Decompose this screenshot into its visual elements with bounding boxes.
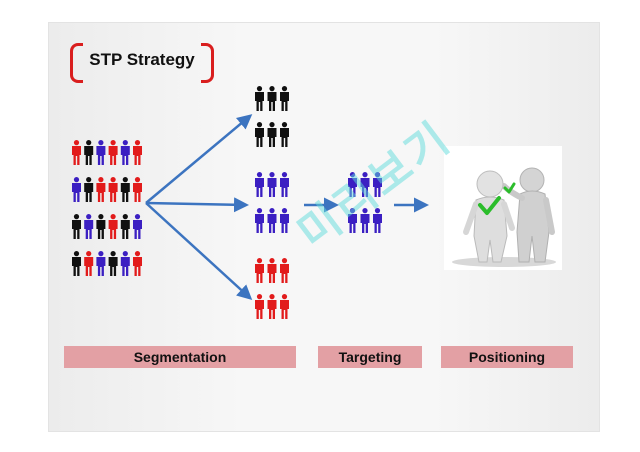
person-icon	[280, 294, 289, 319]
person-icon	[133, 214, 142, 239]
person-icon	[96, 214, 106, 239]
arrow-to-segment-2	[145, 197, 249, 213]
person-icon	[84, 140, 94, 165]
person-icon	[71, 140, 81, 165]
person-icon	[267, 258, 277, 283]
title-box: STP Strategy	[70, 40, 214, 83]
flow-arrows	[145, 114, 429, 301]
person-icon	[96, 251, 106, 276]
person-icon	[267, 122, 277, 147]
person-icon	[133, 177, 142, 202]
person-icon	[108, 251, 118, 276]
person-icon	[373, 208, 382, 233]
person-icon	[133, 251, 142, 276]
market-segments	[255, 86, 289, 319]
person-icon	[280, 258, 289, 283]
person-icon	[108, 140, 118, 165]
person-icon	[348, 208, 357, 233]
two-figures-with-checkmark-icon	[444, 146, 562, 270]
arrow-to-segment-1	[145, 114, 253, 204]
person-icon	[255, 172, 264, 197]
person-icon	[71, 251, 81, 276]
person-icon	[120, 177, 130, 202]
person-icon	[71, 177, 81, 202]
arrow-to-segment-3	[145, 202, 253, 301]
left-bracket-icon	[70, 43, 83, 83]
person-icon	[267, 86, 277, 111]
person-icon	[360, 172, 370, 197]
person-icon	[255, 258, 264, 283]
person-icon	[255, 294, 264, 319]
person-icon	[360, 208, 370, 233]
segmentation-label: Segmentation	[64, 346, 296, 368]
person-icon	[84, 177, 94, 202]
person-icon	[280, 172, 289, 197]
positioning-label: Positioning	[441, 346, 573, 368]
person-icon	[373, 172, 382, 197]
person-icon	[267, 208, 277, 233]
market-crowd	[71, 140, 142, 276]
person-icon	[255, 208, 264, 233]
target-segment	[348, 172, 382, 233]
person-icon	[84, 251, 94, 276]
targeting-label: Targeting	[318, 346, 422, 368]
person-icon	[280, 122, 289, 147]
right-bracket-icon	[201, 43, 214, 83]
person-icon	[120, 214, 130, 239]
person-icon	[133, 140, 142, 165]
person-icon	[71, 214, 81, 239]
person-icon	[348, 172, 357, 197]
person-icon	[280, 86, 289, 111]
person-icon	[255, 86, 264, 111]
person-icon	[108, 177, 118, 202]
slide-title: STP Strategy	[89, 50, 195, 69]
person-icon	[120, 251, 130, 276]
person-icon	[108, 214, 118, 239]
person-icon	[255, 122, 264, 147]
person-icon	[96, 177, 106, 202]
person-icon	[96, 140, 106, 165]
person-icon	[280, 208, 289, 233]
person-icon	[120, 140, 130, 165]
person-icon	[267, 172, 277, 197]
person-icon	[267, 294, 277, 319]
person-icon	[84, 214, 94, 239]
